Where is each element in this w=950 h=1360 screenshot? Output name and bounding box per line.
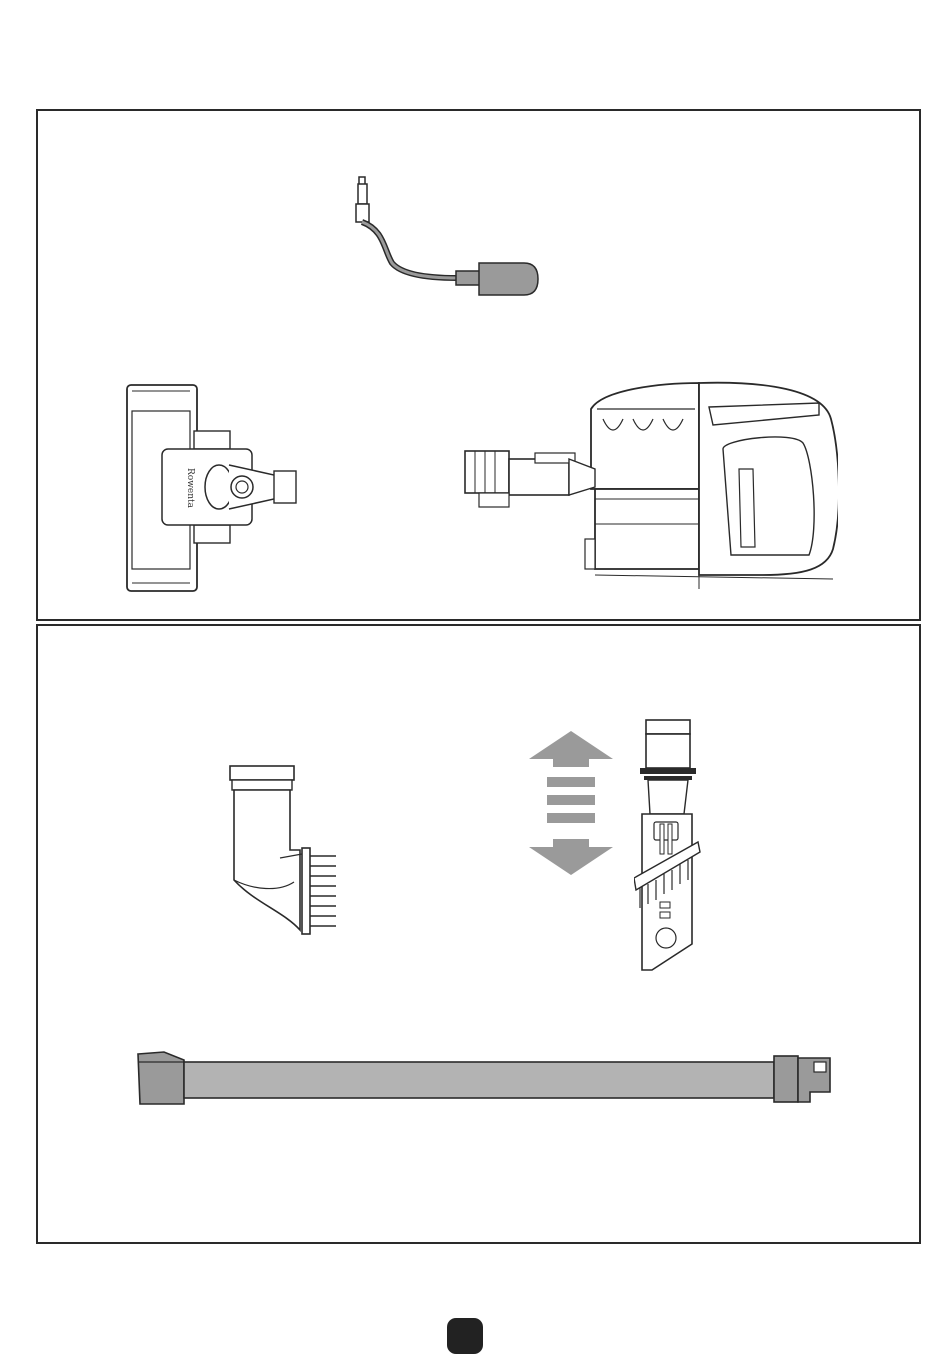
crevice-tool-illustration <box>634 718 704 978</box>
top-accessory-panel: Rowenta <box>36 109 921 621</box>
charger-adapter-illustration <box>354 175 544 300</box>
floor-brush-head-illustration: Rowenta <box>124 383 324 595</box>
extension-tube-illustration <box>134 1046 834 1110</box>
up-down-arrow-icon <box>527 729 615 877</box>
page-number-marker <box>447 1318 483 1354</box>
bottom-accessory-panel <box>36 624 921 1244</box>
brush-nozzle-illustration <box>224 762 344 940</box>
main-vacuum-unit-illustration <box>463 379 838 591</box>
brand-logo: Rowenta <box>185 468 195 509</box>
